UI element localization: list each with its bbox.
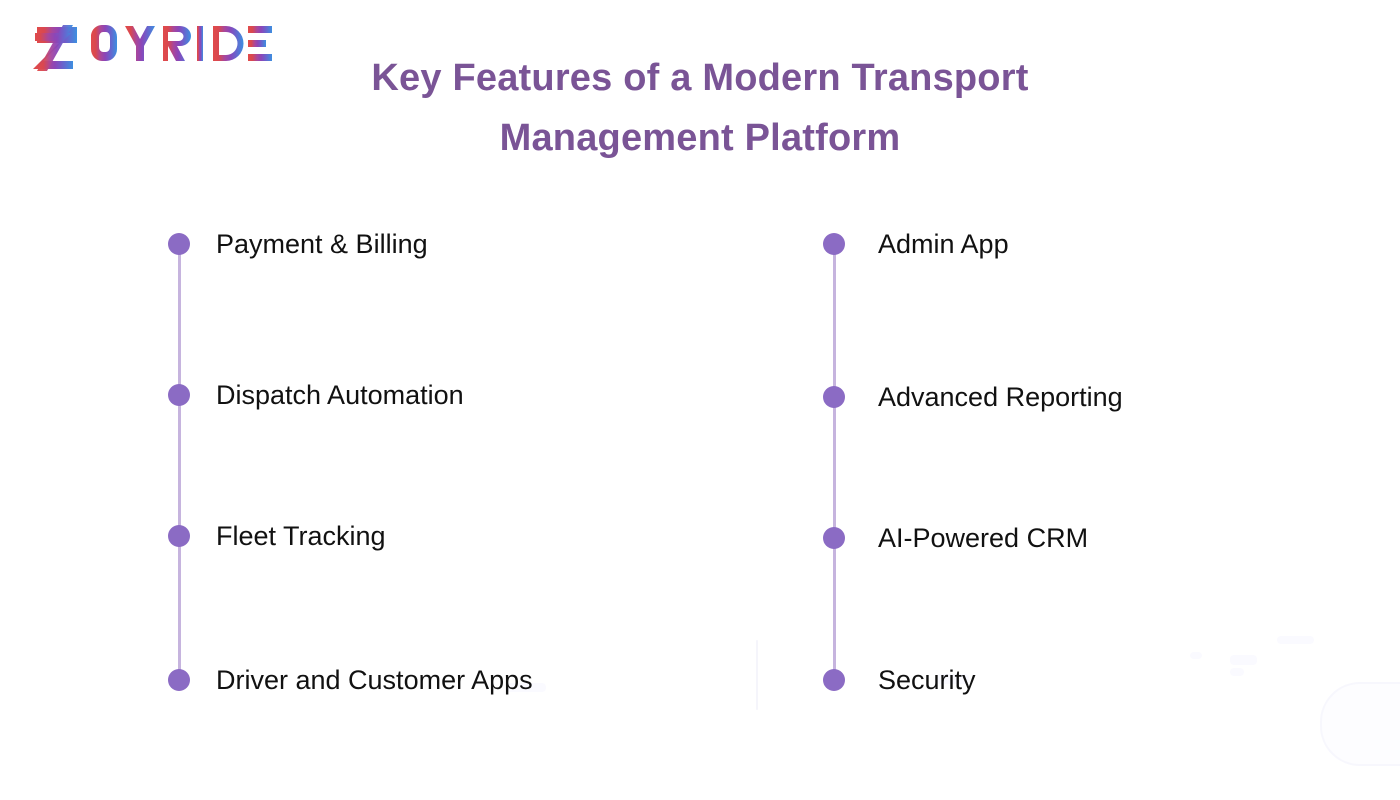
watermark-bar-2 xyxy=(756,640,758,710)
watermark-bar-3 xyxy=(1277,636,1314,644)
timeline-spine-left xyxy=(178,243,181,671)
page-title-line-1: Key Features of a Modern Transport xyxy=(371,57,1029,99)
feature-item[interactable]: Admin App xyxy=(823,229,1009,259)
page-title-line-2: Management Platform xyxy=(499,117,901,159)
feature-item[interactable]: Dispatch Automation xyxy=(168,380,464,410)
watermark-bar-5 xyxy=(1190,652,1202,659)
feature-label: Advanced Reporting xyxy=(878,381,1123,412)
watermark-cloud xyxy=(1320,682,1400,766)
feature-label: Payment & Billing xyxy=(216,228,428,259)
brand-logo[interactable] xyxy=(33,20,273,76)
feature-label: Admin App xyxy=(878,228,1009,259)
bullet-dot-icon xyxy=(168,525,190,547)
feature-item[interactable]: Driver and Customer Apps xyxy=(168,665,533,695)
feature-item[interactable]: Payment & Billing xyxy=(168,229,428,259)
bullet-dot-icon xyxy=(823,386,845,408)
timeline-spine-right xyxy=(833,245,836,673)
feature-label: Security xyxy=(878,664,976,695)
feature-item[interactable]: Security xyxy=(823,665,976,695)
watermark-bar-6 xyxy=(1230,668,1244,676)
feature-label: Dispatch Automation xyxy=(216,379,464,410)
feature-item[interactable]: Advanced Reporting xyxy=(823,382,1123,412)
feature-label: AI-Powered CRM xyxy=(878,522,1089,553)
bullet-dot-icon xyxy=(168,384,190,406)
feature-label: Driver and Customer Apps xyxy=(216,664,533,695)
feature-label: Fleet Tracking xyxy=(216,520,386,551)
bullet-dot-icon xyxy=(823,669,845,691)
feature-item[interactable]: Fleet Tracking xyxy=(168,521,386,551)
bullet-dot-icon xyxy=(168,233,190,255)
bullet-dot-icon xyxy=(168,669,190,691)
bullet-dot-icon xyxy=(823,527,845,549)
watermark-bar-4 xyxy=(1230,655,1257,665)
bullet-dot-icon xyxy=(823,233,845,255)
feature-item[interactable]: AI-Powered CRM xyxy=(823,523,1088,553)
page-title: Key Features of a Modern Transport Manag… xyxy=(330,48,1070,168)
